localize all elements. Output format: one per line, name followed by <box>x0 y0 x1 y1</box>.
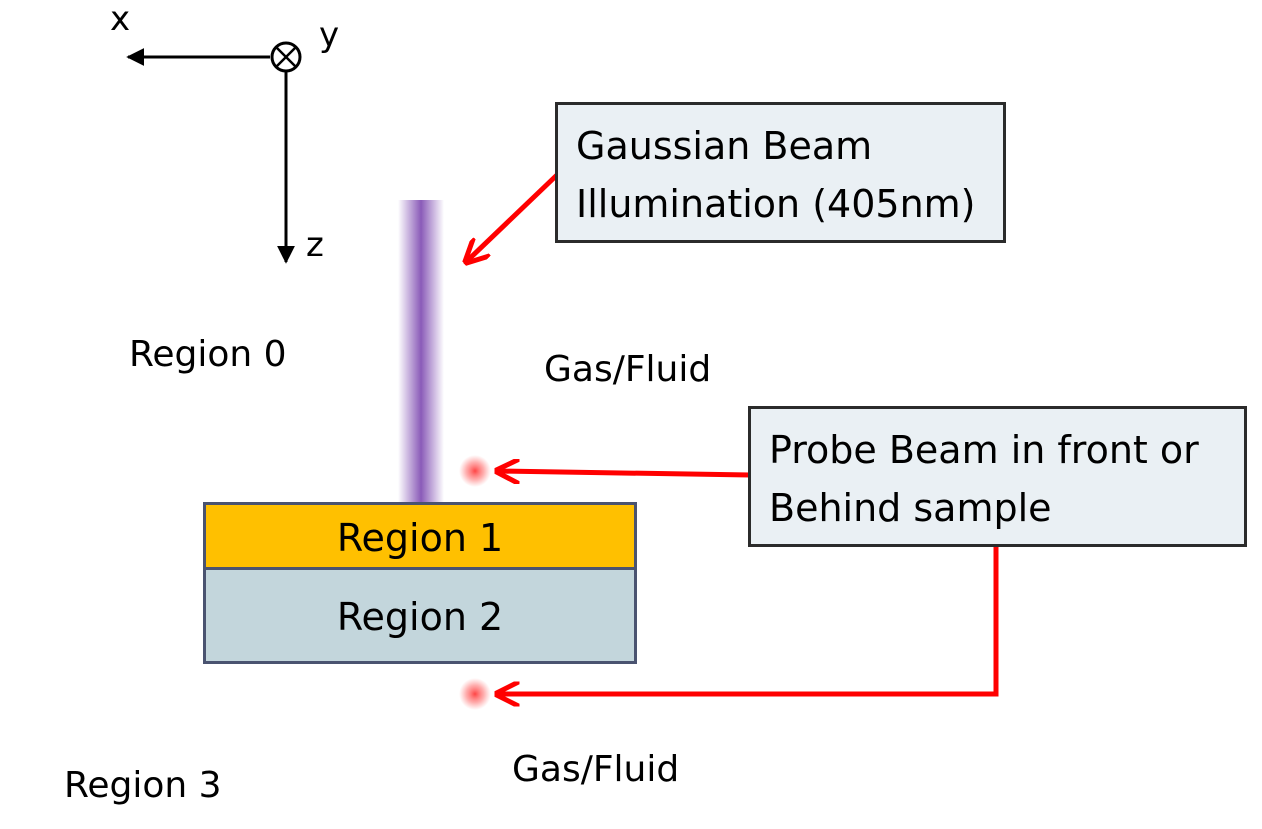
probe-dot-front <box>459 455 491 487</box>
gas-fluid-bottom-label: Gas/Fluid <box>512 749 680 790</box>
z-axis-label: z <box>306 225 324 265</box>
probe-callout-line2: Behind sample <box>769 486 1052 530</box>
probe-dot-behind <box>459 678 491 710</box>
region-1-layer: Region 1 <box>203 502 637 570</box>
y-axis-into-page-icon <box>270 41 302 73</box>
region-2-label: Region 2 <box>336 595 504 639</box>
probe-beam-callout: Probe Beam in front or Behind sample <box>748 406 1247 547</box>
probe-callout-line1: Probe Beam in front or <box>769 428 1199 472</box>
region-0-label: Region 0 <box>129 334 287 375</box>
probe-behind-arrow <box>497 545 999 694</box>
gaussian-beam-callout: Gaussian Beam Illumination (405nm) <box>555 102 1006 243</box>
gaussian-callout-line2: Illumination (405nm) <box>576 182 976 226</box>
x-axis-label: x <box>110 0 131 39</box>
gaussian-beam <box>398 200 444 505</box>
gaussian-callout-arrow <box>466 172 560 262</box>
y-axis-label: y <box>319 15 340 55</box>
gaussian-callout-line1: Gaussian Beam <box>576 124 873 168</box>
probe-front-arrow <box>497 471 751 475</box>
region-1-label: Region 1 <box>336 516 504 560</box>
gas-fluid-top-label: Gas/Fluid <box>544 349 712 390</box>
region-3-label: Region 3 <box>64 765 222 806</box>
region-2-layer: Region 2 <box>203 567 637 664</box>
